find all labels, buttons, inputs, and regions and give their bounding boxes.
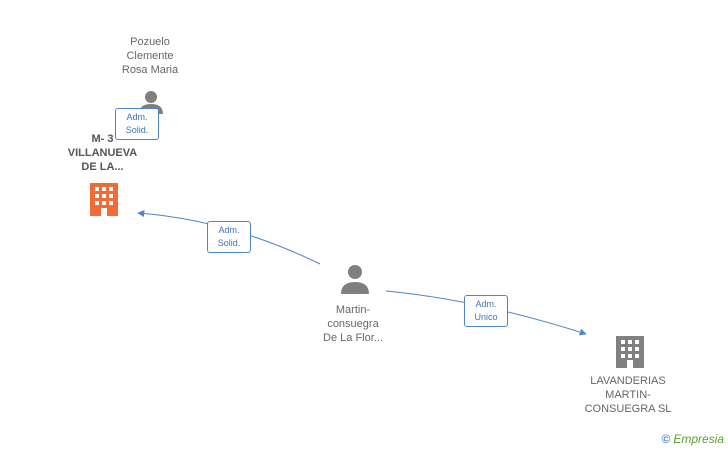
node-label-line: consuegra: [327, 318, 379, 330]
relation-badge-line: Adm.: [126, 112, 148, 122]
person-icon[interactable]: [341, 265, 369, 294]
node-label-martin[interactable]: Martin- consuegra De La Flor...: [308, 303, 398, 345]
relation-badge-pozuelo-m3[interactable]: Adm. Solid.: [115, 108, 159, 140]
relation-badge-line: Solid.: [217, 238, 241, 248]
node-label-line: VILLANUEVA: [67, 147, 138, 159]
node-label-line: De La Flor...: [323, 332, 383, 344]
relation-badge-martin-m3[interactable]: Adm. Solid.: [207, 221, 251, 253]
building-icon[interactable]: [616, 336, 644, 368]
node-label-line: DE LA...: [81, 161, 124, 173]
node-label-line: MARTIN-: [605, 389, 651, 401]
node-label-pozuelo[interactable]: Pozuelo Clemente Rosa Maria: [110, 35, 190, 77]
copyright-icon: ©: [661, 432, 671, 446]
building-icon[interactable]: [90, 183, 118, 216]
relation-badge-line: Solid.: [125, 125, 149, 135]
relation-badge-line: Adm.: [218, 225, 240, 235]
node-label-line: CONSUEGRA SL: [584, 403, 672, 415]
node-label-line: Pozuelo: [130, 36, 170, 48]
node-label-line: Rosa Maria: [121, 64, 179, 76]
relation-badge-martin-lavanderias[interactable]: Adm. Unico: [464, 295, 508, 327]
node-label-m3[interactable]: M- 3 VILLANUEVA DE LA...: [55, 132, 150, 174]
node-label-line: Martin-: [335, 304, 371, 316]
brand-text: Empresia: [673, 432, 724, 446]
node-label-line: LAVANDERIAS: [590, 375, 666, 387]
node-label-line: M- 3: [91, 133, 114, 145]
node-label-line: Clemente: [126, 50, 174, 62]
relation-badge-line: Adm.: [475, 299, 497, 309]
empresia-logo: ©Empresia: [661, 432, 724, 446]
relation-badge-line: Unico: [474, 312, 498, 322]
node-label-lavanderias[interactable]: LAVANDERIAS MARTIN- CONSUEGRA SL: [578, 374, 678, 416]
